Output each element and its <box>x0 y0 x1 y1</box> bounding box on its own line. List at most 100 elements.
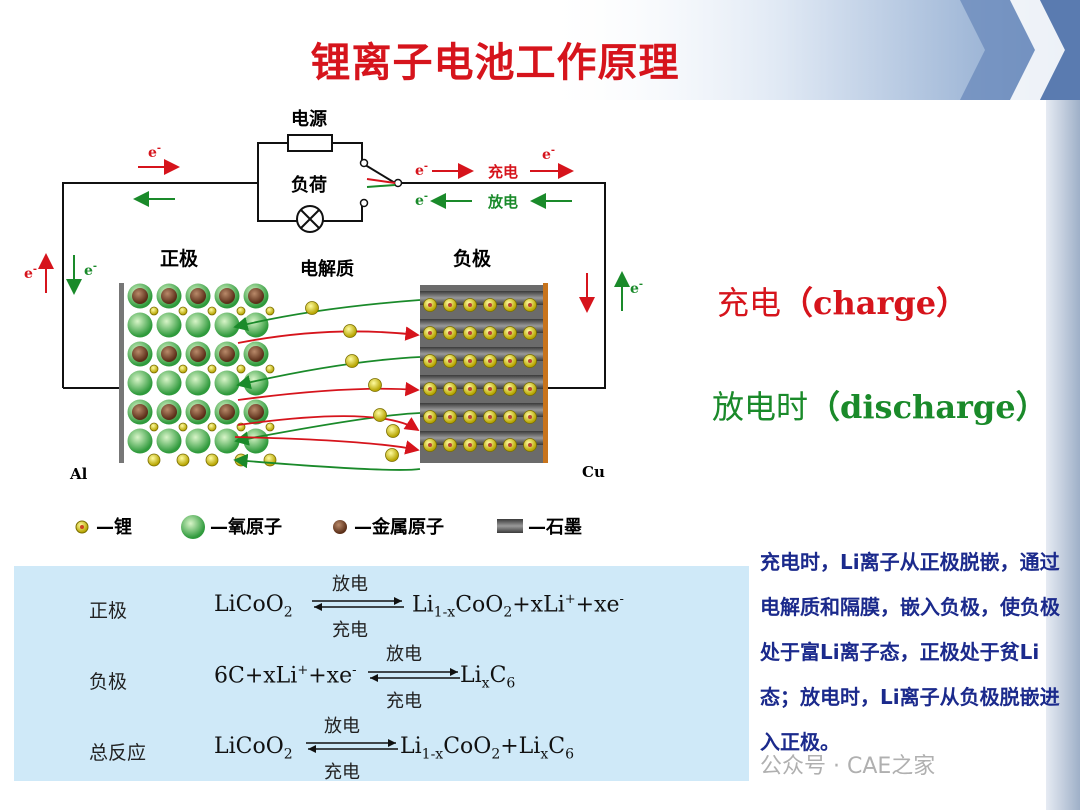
lithium-core <box>428 303 432 307</box>
lithium-atom <box>265 306 275 316</box>
total-eq-arrows <box>306 739 398 753</box>
anode-eq-right: LixC6 <box>460 663 516 692</box>
discharge-side-label: 放电时（discharge） <box>712 382 1048 428</box>
watermark-text: 公众号 · CAE之家 <box>760 754 936 779</box>
right-gradient-bar <box>1046 100 1080 810</box>
electron-label-l-red: e- <box>24 264 37 282</box>
cathode-eq-label: 正极 <box>89 600 128 622</box>
total-eq-arrow-bottom: 充电 <box>324 762 360 783</box>
metal-atom <box>219 346 235 362</box>
lithium-core <box>508 443 512 447</box>
anode-eq-arrow-top: 放电 <box>386 644 422 665</box>
total-eq-label: 总反应 <box>89 742 147 764</box>
lithium-core <box>488 303 492 307</box>
lithium-core <box>468 387 472 391</box>
metal-atom <box>132 404 148 420</box>
al-label: Al <box>69 465 88 483</box>
legend-oxygen-label: —氧原子 <box>210 516 282 538</box>
cathode-eq-arrow-bottom: 充电 <box>332 620 368 641</box>
electron-label-r1: e- <box>415 161 428 179</box>
lithium-ion <box>343 324 357 338</box>
lithium-core <box>468 415 472 419</box>
lithium-atom <box>178 306 188 316</box>
charge-ion-path <box>237 326 420 344</box>
lithium-atom <box>263 453 277 467</box>
lithium-atom <box>149 364 159 374</box>
lithium-atom <box>178 422 188 432</box>
lithium-core <box>428 415 432 419</box>
lithium-core <box>508 359 512 363</box>
lithium-core <box>468 359 472 363</box>
lithium-core <box>528 387 532 391</box>
charge-side-label: 充电（charge） <box>717 278 968 324</box>
electron-label-r2: e- <box>542 145 555 163</box>
metal-atom <box>219 288 235 304</box>
lithium-core <box>488 443 492 447</box>
oxygen-atom <box>156 370 182 396</box>
metal-atom <box>248 288 264 304</box>
lithium-core <box>448 387 452 391</box>
lithium-ion <box>305 301 319 315</box>
anode-eq-arrow-bottom: 充电 <box>386 691 422 712</box>
lithium-atom <box>265 422 275 432</box>
legend-metal-icon <box>333 520 347 534</box>
al-collector <box>119 283 124 463</box>
lithium-core <box>528 443 532 447</box>
oxygen-atom <box>214 370 240 396</box>
electron-label-r-green: e- <box>630 279 643 297</box>
lithium-core <box>468 443 472 447</box>
electron-label-tl1: e- <box>148 143 161 161</box>
cathode-eq-left: LiCoO2 <box>214 592 293 621</box>
legend-oxygen-icon <box>181 515 205 539</box>
lithium-atom <box>207 422 217 432</box>
legend-graphite-label: —石墨 <box>528 517 582 538</box>
lithium-atom <box>207 364 217 374</box>
lithium-core <box>528 415 532 419</box>
oxygen-atom <box>127 370 153 396</box>
lithium-core <box>448 331 452 335</box>
cu-label: Cu <box>582 463 605 481</box>
switch-pivot <box>393 178 403 188</box>
anode-eq-left: 6C+xLi++xe- <box>214 663 357 689</box>
oxygen-atom <box>127 312 153 338</box>
lithium-core <box>468 303 472 307</box>
header-banner <box>540 0 1080 100</box>
ion-flow <box>233 299 421 471</box>
metal-atom <box>190 346 206 362</box>
lithium-core <box>488 359 492 363</box>
lithium-atom <box>265 364 275 374</box>
metal-atom <box>190 404 206 420</box>
lithium-core <box>528 359 532 363</box>
lithium-atom <box>207 306 217 316</box>
oxygen-atom <box>214 428 240 454</box>
oxygen-atom <box>156 428 182 454</box>
anode-eq-arrows <box>368 668 460 682</box>
oxygen-atom <box>214 312 240 338</box>
oxygen-atom <box>127 428 153 454</box>
lithium-core <box>508 303 512 307</box>
discharge-side-cn: 放电时 <box>712 388 809 426</box>
lithium-core <box>428 387 432 391</box>
discharge-ion-path <box>233 299 421 331</box>
metal-atom <box>161 288 177 304</box>
lithium-core <box>508 387 512 391</box>
lithium-atom <box>176 453 190 467</box>
lithium-core <box>528 331 532 335</box>
cathode-eq-right: Li1-xCoO2+xLi++xe- <box>412 592 624 621</box>
total-eq-left: LiCoO2 <box>214 734 293 763</box>
discharge-side-en: （discharge） <box>808 388 1048 426</box>
lithium-ion <box>345 354 359 368</box>
electrolyte-label: 电解质 <box>300 258 354 280</box>
metal-atom <box>132 288 148 304</box>
discharge-ion-path <box>234 412 421 446</box>
metal-atom <box>248 346 264 362</box>
legend-graphite-icon <box>497 519 523 533</box>
lithium-core <box>468 331 472 335</box>
lithium-core <box>508 415 512 419</box>
metal-atom <box>161 404 177 420</box>
lithium-ion <box>368 378 382 392</box>
oxygen-atom <box>185 428 211 454</box>
cathode-eq-arrow-top: 放电 <box>332 574 368 595</box>
metal-atom <box>132 346 148 362</box>
electron-label-r3: e- <box>415 191 428 209</box>
